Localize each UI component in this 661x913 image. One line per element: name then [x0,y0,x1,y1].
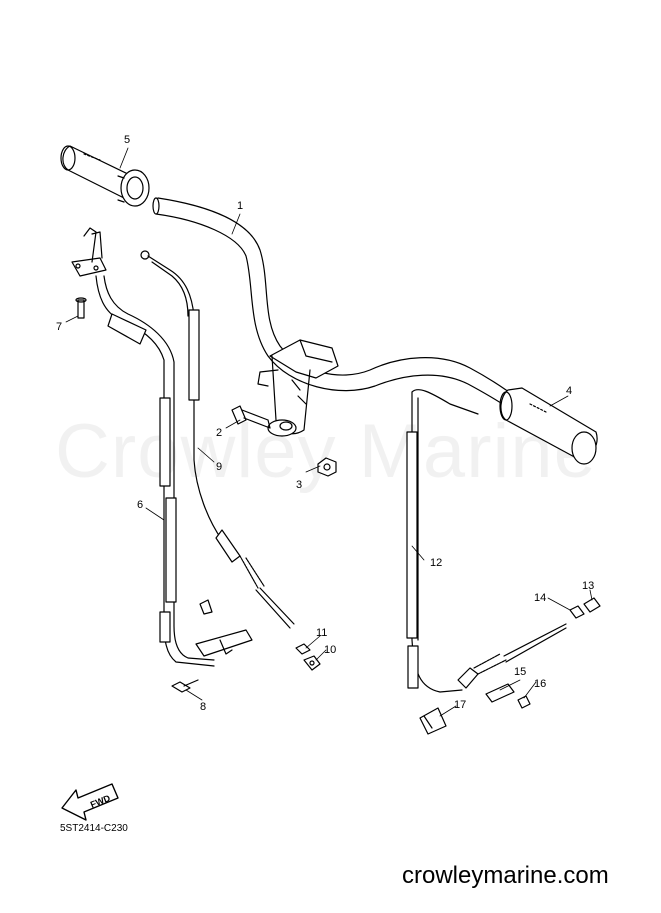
callout-10: 10 [324,644,336,656]
watermark-text: Crowley Marine [55,409,597,494]
part-6-throttle-cable[interactable] [95,275,215,667]
callout-8: 8 [200,701,206,713]
callout-16: 16 [534,678,546,690]
cable-bracket[interactable] [195,599,253,657]
part-7-screw[interactable] [75,297,87,319]
callout-14: 14 [534,592,546,604]
part-3-nut[interactable] [317,457,337,477]
part-11-nut[interactable] [295,643,311,655]
part-8-screw[interactable] [171,679,199,693]
callout-2: 2 [216,427,222,439]
site-url[interactable]: crowleymarine.com [402,862,609,889]
part-5-left-grip[interactable] [60,145,150,207]
part-13-adjuster[interactable] [583,597,601,613]
callout-labels: 5 1 4 2 3 7 9 6 8 12 11 10 13 14 15 16 1… [56,134,594,713]
part-14-nut[interactable] [569,605,585,619]
callout-9: 9 [216,461,222,473]
callout-4: 4 [566,385,572,397]
callout-15: 15 [514,666,526,678]
part-17-clamp[interactable] [419,707,447,735]
part-1-handlebar[interactable] [152,197,531,437]
fwd-arrow-icon: FWD [61,783,119,821]
diagram-code: 5ST2414-C230 [60,823,128,834]
leader-lines [65,147,593,717]
part-2-bolt[interactable] [231,405,271,429]
callout-11: 11 [316,627,327,639]
part-12-cable[interactable] [406,389,567,693]
part-15-bracket[interactable] [485,683,515,703]
callout-13: 13 [582,580,594,592]
callout-7: 7 [56,321,62,333]
callout-1: 1 [237,200,243,212]
throttle-lever[interactable] [71,227,107,277]
callout-3: 3 [296,479,302,491]
callout-6: 6 [137,499,143,511]
part-9-cable[interactable] [140,250,295,629]
part-4-right-grip[interactable] [499,387,598,465]
part-16-screw[interactable] [517,695,531,709]
callout-12: 12 [430,557,442,569]
callout-5: 5 [124,134,130,146]
callout-17: 17 [454,699,466,711]
